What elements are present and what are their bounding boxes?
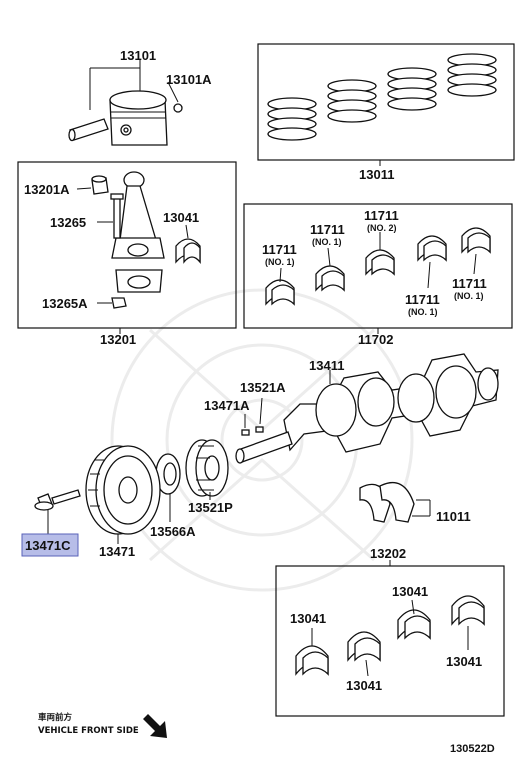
lower-crank-bearings bbox=[295, 595, 485, 677]
oil-seal bbox=[155, 453, 181, 495]
label-13471c[interactable]: 13471C bbox=[25, 538, 71, 553]
front-direction-arrow bbox=[143, 714, 167, 738]
piston-pin bbox=[68, 118, 109, 142]
label-13265[interactable]: 13265 bbox=[50, 215, 86, 230]
crank-bearing-5 bbox=[461, 227, 491, 254]
rod-nut bbox=[111, 297, 127, 309]
connecting-rod-group bbox=[76, 171, 201, 309]
note-no1-d: (NO. 1) bbox=[408, 307, 438, 317]
note-no1-c: (NO. 1) bbox=[454, 291, 484, 301]
connecting-rod-box bbox=[17, 161, 237, 334]
label-11702[interactable]: 11702 bbox=[358, 332, 393, 347]
crank-bearing-3 bbox=[365, 249, 395, 276]
crank-bearing-1 bbox=[265, 279, 295, 306]
label-13521p[interactable]: 13521P bbox=[188, 500, 233, 515]
label-11011[interactable]: 11011 bbox=[436, 509, 471, 524]
lower-bearing-4 bbox=[451, 595, 485, 626]
label-13041-d[interactable]: 13041 bbox=[446, 654, 482, 669]
connecting-rod bbox=[111, 171, 165, 259]
rod-bushing bbox=[91, 175, 109, 195]
label-13201[interactable]: 13201 bbox=[100, 332, 136, 347]
label-13101[interactable]: 13101 bbox=[120, 48, 156, 63]
label-13201a[interactable]: 13201A bbox=[24, 182, 70, 197]
ring-set-1 bbox=[267, 97, 317, 141]
piston-ring-box bbox=[257, 43, 515, 166]
lower-bearing-3 bbox=[397, 609, 431, 640]
label-11711-a[interactable]: 11711 bbox=[310, 222, 345, 237]
piston-ring-sets bbox=[267, 53, 497, 141]
crank-bearing-4 bbox=[417, 235, 447, 262]
label-13566a[interactable]: 13566A bbox=[150, 524, 196, 539]
crankshaft-pulley bbox=[85, 445, 161, 535]
piston-group bbox=[68, 60, 183, 146]
label-13471a[interactable]: 13471A bbox=[204, 398, 250, 413]
rod-cap bbox=[115, 269, 163, 293]
ring-set-2 bbox=[327, 79, 377, 123]
label-13101a[interactable]: 13101A bbox=[166, 72, 212, 87]
ring-set-4 bbox=[447, 53, 497, 97]
label-13202[interactable]: 13202 bbox=[370, 546, 406, 561]
piston bbox=[109, 90, 168, 146]
label-13521a[interactable]: 13521A bbox=[240, 380, 286, 395]
crankshaft-key bbox=[241, 426, 264, 436]
crank-bearing-2 bbox=[315, 265, 345, 292]
label-13471[interactable]: 13471 bbox=[99, 544, 135, 559]
note-no2: (NO. 2) bbox=[367, 223, 397, 233]
lower-bearing-box bbox=[275, 560, 505, 717]
label-11711-d[interactable]: 11711 bbox=[452, 276, 487, 291]
pulley-bolt bbox=[34, 489, 81, 511]
label-13011[interactable]: 13011 bbox=[359, 167, 394, 182]
ring-set-3 bbox=[387, 67, 437, 111]
front-side-japanese: 車両前方 bbox=[38, 712, 73, 723]
part-label-highlight bbox=[21, 533, 79, 557]
crank-bearing-box bbox=[243, 203, 513, 334]
rod-bearing bbox=[175, 238, 201, 264]
label-13041-c[interactable]: 13041 bbox=[346, 678, 382, 693]
lower-bearing-1 bbox=[295, 645, 329, 676]
note-no1-b: (NO. 1) bbox=[265, 257, 295, 267]
label-13265a[interactable]: 13265A bbox=[42, 296, 88, 311]
lower-bearing-2 bbox=[347, 631, 381, 662]
crankshaft bbox=[235, 353, 499, 464]
label-11711-e[interactable]: 11711 bbox=[405, 292, 440, 307]
rod-bolt bbox=[110, 193, 124, 239]
label-11711-b[interactable]: 11711 bbox=[364, 208, 399, 223]
label-13041-a[interactable]: 13041 bbox=[290, 611, 326, 626]
note-no1-a: (NO. 1) bbox=[312, 237, 342, 247]
label-13041-b[interactable]: 13041 bbox=[392, 584, 428, 599]
label-11711-c[interactable]: 11711 bbox=[262, 242, 297, 257]
thrust-washer bbox=[359, 481, 415, 523]
label-13041-rod[interactable]: 13041 bbox=[163, 210, 199, 225]
label-13411[interactable]: 13411 bbox=[309, 358, 344, 373]
front-side-english: VEHICLE FRONT SIDE bbox=[38, 726, 139, 736]
crankshaft-timing-gear bbox=[185, 439, 229, 497]
figure-code: 130522D bbox=[450, 743, 495, 755]
upper-crank-bearings bbox=[265, 227, 491, 306]
snap-ring bbox=[173, 103, 183, 113]
